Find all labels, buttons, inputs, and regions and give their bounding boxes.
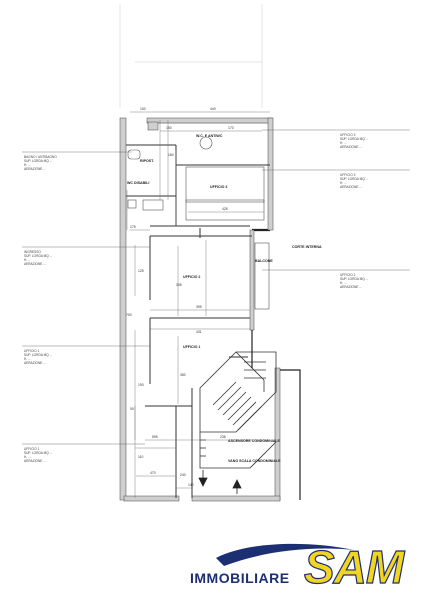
top-boundary	[119, 4, 263, 108]
room-label-ufficio-3: UFFICIO 3	[210, 185, 227, 189]
fixtures	[127, 136, 270, 310]
svg-text:140: 140	[188, 483, 194, 487]
svg-text:150: 150	[166, 126, 172, 130]
svg-text:125: 125	[138, 269, 144, 273]
dimension-lines	[126, 111, 270, 498]
svg-text:700: 700	[126, 313, 132, 317]
svg-text:240: 240	[180, 473, 186, 477]
svg-text:100: 100	[140, 107, 146, 111]
room-label-ufficio-1: UFFICIO 1	[183, 345, 200, 349]
svg-text:425: 425	[222, 207, 228, 211]
room-label-corte-interna: CORTE INTERNA	[292, 245, 322, 249]
dimension-labels: 100 440 150 170 425 175 395 700 125 431 …	[126, 107, 234, 487]
courtyard-boundary	[251, 330, 301, 500]
svg-text:470: 470	[150, 471, 156, 475]
logo-brand: SAM	[303, 541, 404, 593]
svg-text:175: 175	[130, 225, 136, 229]
svg-text:595: 595	[152, 435, 158, 439]
logo-word: IMMOBILIARE	[190, 570, 290, 586]
svg-text:190: 190	[138, 383, 144, 387]
right-leaders	[262, 129, 410, 271]
svg-text:236: 236	[220, 435, 226, 439]
svg-text:350: 350	[180, 373, 186, 377]
brand-logo: IMMOBILIARE SAM	[186, 540, 422, 598]
svg-text:110: 110	[138, 455, 144, 459]
svg-text:305: 305	[176, 283, 182, 287]
svg-text:431: 431	[196, 330, 202, 334]
room-label-ascensore: ASCENSORE CONDOMINIALE	[228, 439, 281, 443]
room-label-ufficio-2: UFFICIO 2	[183, 275, 200, 279]
svg-text:170: 170	[228, 126, 234, 130]
hatched-walls	[119, 117, 281, 502]
svg-text:90: 90	[130, 407, 134, 411]
svg-text:395: 395	[196, 305, 202, 309]
room-label-wc: W.C. E ANTIWC	[196, 134, 223, 138]
room-label-wc-disabili: WC DISABILI	[127, 181, 149, 185]
staircase	[199, 351, 277, 469]
svg-text:440: 440	[210, 107, 216, 111]
room-label-ripostiglio: RIPOST.	[140, 159, 154, 163]
room-label-vano-scala: VANO SCALA CONDOMINIALE	[228, 459, 281, 463]
svg-text:160: 160	[168, 153, 174, 157]
room-label-balcone: BALCONE	[255, 259, 273, 263]
partitions	[126, 144, 270, 498]
logo-swoosh-icon	[216, 543, 354, 566]
left-leaders	[22, 151, 150, 445]
stair-arrow-icon	[198, 470, 242, 494]
